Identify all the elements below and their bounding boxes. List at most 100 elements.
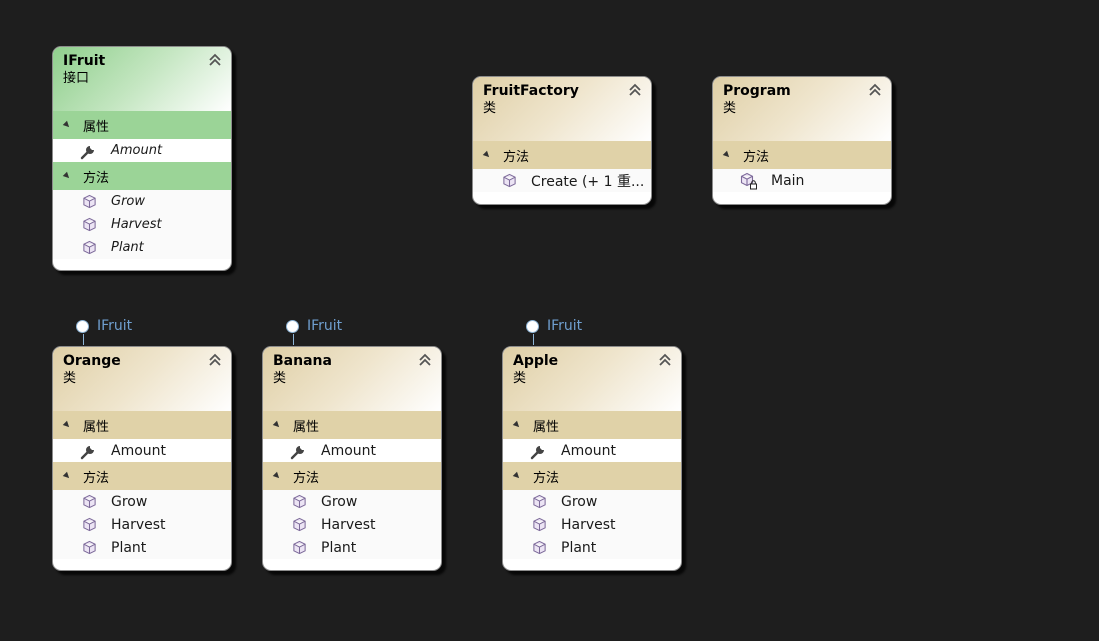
member-label: Harvest	[321, 516, 376, 533]
collapse-chevron-icon[interactable]	[868, 83, 882, 97]
section-header-methods[interactable]: 方法	[53, 462, 231, 490]
cube-icon	[80, 539, 98, 557]
shape-name: Banana	[273, 353, 332, 369]
section-header-methods[interactable]: 方法	[473, 141, 651, 169]
shape-kind: 类	[483, 101, 497, 116]
program-class-shape[interactable]: Program 类 方法 Main	[712, 76, 892, 205]
member-row[interactable]: Harvest	[53, 513, 231, 536]
member-row[interactable]: Plant	[53, 536, 231, 559]
cube-icon	[530, 493, 548, 511]
section-title: 方法	[743, 149, 770, 165]
interface-circle-icon	[286, 319, 299, 333]
shape-header[interactable]: Orange 类	[53, 347, 231, 411]
member-row[interactable]: Grow	[263, 490, 441, 513]
wrench-icon	[80, 442, 98, 460]
cube-icon	[500, 172, 518, 190]
section-title: 属性	[83, 419, 110, 435]
orange-class-shape[interactable]: Orange 类 属性 Amount 方法 Grow Harvest Plant	[52, 346, 232, 571]
member-row[interactable]: Plant	[53, 236, 231, 259]
member-label: Create (+ 1 重...	[531, 173, 645, 190]
cube-icon	[80, 493, 98, 511]
lollipop-label: IFruit	[547, 318, 583, 334]
member-row[interactable]: Amount	[53, 139, 231, 162]
shape-header[interactable]: Program 类	[713, 77, 891, 141]
cube-icon	[530, 516, 548, 534]
member-label: Grow	[321, 493, 358, 510]
ifruit-interface-shape[interactable]: IFruit 接口 属性 Amount 方法 Grow Harvest Plan…	[52, 46, 232, 271]
expand-triangle-icon[interactable]	[512, 420, 522, 430]
member-row[interactable]: Grow	[53, 490, 231, 513]
section-header-methods[interactable]: 方法	[263, 462, 441, 490]
cube-icon	[290, 493, 308, 511]
fruitfactory-class-shape[interactable]: FruitFactory 类 方法 Create (+ 1 重...	[472, 76, 652, 205]
expand-triangle-icon[interactable]	[62, 471, 72, 481]
expand-triangle-icon[interactable]	[272, 471, 282, 481]
lollipop-label: IFruit	[307, 318, 343, 334]
shape-header[interactable]: FruitFactory 类	[473, 77, 651, 141]
section-header-methods[interactable]: 方法	[503, 462, 681, 490]
member-row[interactable]: Harvest	[263, 513, 441, 536]
lollipop-connector	[83, 334, 84, 345]
shape-header[interactable]: Apple 类	[503, 347, 681, 411]
collapse-chevron-icon[interactable]	[208, 353, 222, 367]
cube-icon	[80, 516, 98, 534]
section-header-methods[interactable]: 方法	[53, 162, 231, 190]
expand-triangle-icon[interactable]	[62, 120, 72, 130]
member-row[interactable]: Create (+ 1 重...	[473, 169, 651, 192]
member-label: Plant	[561, 539, 597, 556]
banana-class-shape[interactable]: Banana 类 属性 Amount 方法 Grow Harvest Plant	[262, 346, 442, 571]
section-header-properties[interactable]: 属性	[53, 411, 231, 439]
interface-lollipop-apple[interactable]: IFruit	[526, 318, 582, 334]
member-row[interactable]: Amount	[503, 439, 681, 462]
shape-kind: 类	[273, 371, 287, 386]
shape-name: Apple	[513, 353, 559, 369]
member-label: Main	[771, 172, 805, 189]
member-label: Amount	[111, 442, 167, 459]
member-row[interactable]: Grow	[503, 490, 681, 513]
apple-class-shape[interactable]: Apple 类 属性 Amount 方法 Grow Harvest Plant	[502, 346, 682, 571]
cube-icon	[80, 216, 98, 234]
shape-name: IFruit	[63, 53, 106, 69]
section-header-properties[interactable]: 属性	[503, 411, 681, 439]
member-row[interactable]: Plant	[503, 536, 681, 559]
shape-kind: 类	[723, 101, 737, 116]
shape-header[interactable]: Banana 类	[263, 347, 441, 411]
member-row[interactable]: Grow	[53, 190, 231, 213]
expand-triangle-icon[interactable]	[482, 150, 492, 160]
section-title: 方法	[293, 470, 320, 486]
shape-kind: 类	[63, 371, 77, 386]
expand-triangle-icon[interactable]	[512, 471, 522, 481]
wrench-icon	[290, 442, 308, 460]
member-label: Amount	[111, 143, 163, 158]
shape-header[interactable]: IFruit 接口	[53, 47, 231, 111]
member-label: Harvest	[111, 516, 166, 533]
cube-icon	[290, 539, 308, 557]
expand-triangle-icon[interactable]	[62, 420, 72, 430]
member-row[interactable]: Amount	[263, 439, 441, 462]
section-header-properties[interactable]: 属性	[263, 411, 441, 439]
member-row[interactable]: Main	[713, 169, 891, 192]
cube-icon	[290, 516, 308, 534]
collapse-chevron-icon[interactable]	[628, 83, 642, 97]
shape-kind: 类	[513, 371, 527, 386]
member-row[interactable]: Harvest	[53, 213, 231, 236]
expand-triangle-icon[interactable]	[272, 420, 282, 430]
expand-triangle-icon[interactable]	[722, 150, 732, 160]
section-title: 方法	[533, 470, 560, 486]
expand-triangle-icon[interactable]	[62, 171, 72, 181]
section-header-properties[interactable]: 属性	[53, 111, 231, 139]
member-row[interactable]: Harvest	[503, 513, 681, 536]
lollipop-label: IFruit	[97, 318, 133, 334]
collapse-chevron-icon[interactable]	[418, 353, 432, 367]
cube-icon	[530, 539, 548, 557]
lollipop-connector	[293, 334, 294, 345]
member-row[interactable]: Amount	[53, 439, 231, 462]
section-title: 属性	[83, 119, 110, 135]
interface-lollipop-banana[interactable]: IFruit	[286, 318, 342, 334]
section-header-methods[interactable]: 方法	[713, 141, 891, 169]
collapse-chevron-icon[interactable]	[208, 53, 222, 67]
interface-lollipop-orange[interactable]: IFruit	[76, 318, 132, 334]
member-row[interactable]: Plant	[263, 536, 441, 559]
collapse-chevron-icon[interactable]	[658, 353, 672, 367]
member-label: Grow	[111, 194, 146, 209]
